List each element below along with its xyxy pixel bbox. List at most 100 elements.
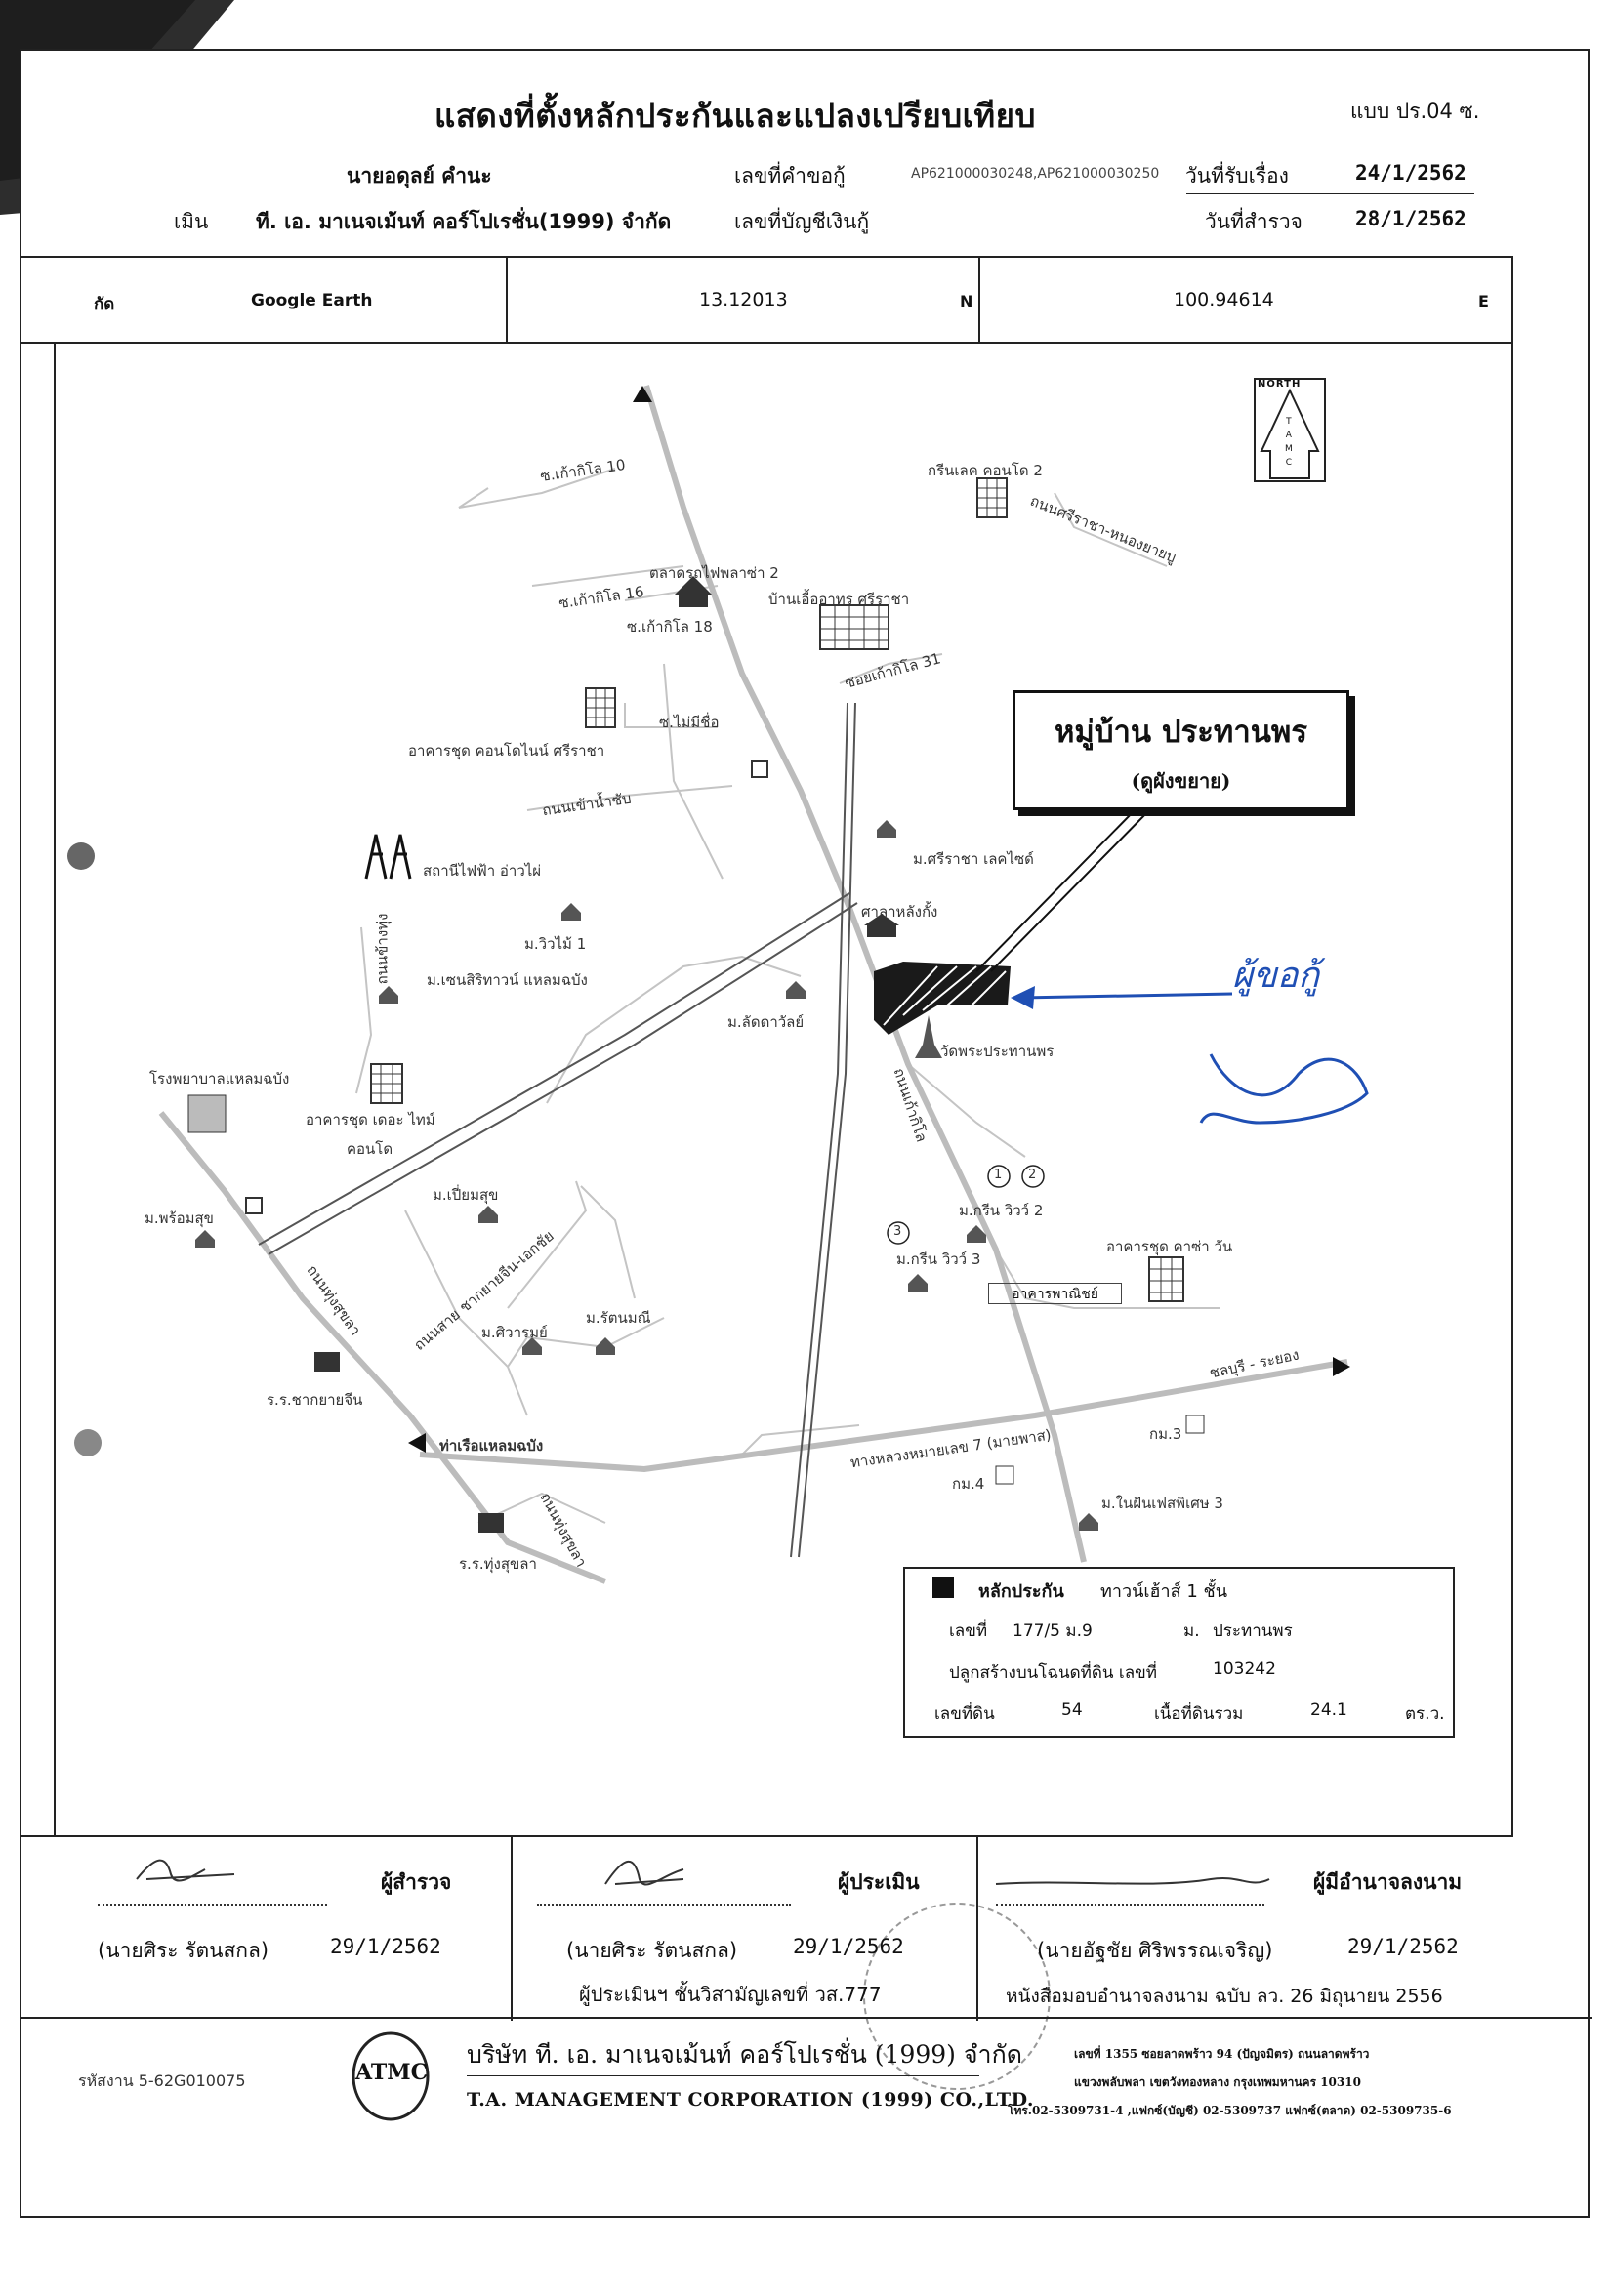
label-wat: วัดพระประทานพร (940, 1043, 1055, 1060)
coords-top-border (20, 256, 1513, 258)
signature-bottom-border (20, 2017, 1592, 2019)
label-market: ตลาดรถไฟพลาซ่า 2 (649, 564, 779, 582)
request-label: เลขที่คำขอกู้ (734, 164, 846, 187)
collateral-area: 24.1 (1310, 1701, 1347, 1720)
surveyor-dotted-line (98, 1904, 327, 1906)
survey-date: 28/1/2562 (1355, 207, 1467, 230)
blue-pointer-line (1019, 992, 1233, 1000)
authority-name: (นายอัฐชัย ศิริพรรณเจริญ) (1037, 1939, 1273, 1962)
atmc-logo: ATMC (355, 2060, 429, 2085)
condo-icons (370, 477, 1184, 1302)
collateral-village-label: ม. (1183, 1621, 1200, 1641)
label-km4: กม.4 (952, 1475, 985, 1493)
longitude-value: 100.94614 (1174, 289, 1274, 310)
received-label: วันที่รับเรื่อง (1185, 164, 1289, 187)
map-bottom-border (20, 1835, 1513, 1837)
coords-source: Google Earth (251, 291, 373, 310)
collateral-no: 177/5 ม.9 (1013, 1621, 1093, 1641)
label-km3: กม.3 (1149, 1425, 1182, 1443)
blue-signature-scribble (1199, 1053, 1369, 1125)
appraiser-signature (604, 1860, 684, 1886)
label-greenlake: กรีนเลค คอนโด 2 (928, 462, 1043, 479)
railway-line-b (798, 702, 856, 1558)
label-hospital: โรงพยาบาลแหลมฉบัง (149, 1070, 290, 1087)
latitude-value: 13.12013 (699, 289, 788, 310)
label-soi18: ซ.เก้ากิโล 18 (627, 618, 713, 636)
surveyor-role: ผู้สำรวจ (381, 1870, 452, 1894)
coords-bottom-border (20, 342, 1513, 344)
road-inner-5 (907, 1063, 1026, 1158)
collateral-land-no-label: เลขที่ดิน (934, 1704, 995, 1724)
north-road-arrow (633, 386, 652, 402)
condo-window-lines (371, 478, 1183, 1301)
collateral-marker-icon (932, 1577, 954, 1598)
collateral-no-label: เลขที่ (949, 1621, 988, 1641)
longitude-direction: E (1478, 292, 1489, 310)
numbered-circles (887, 1165, 1045, 1245)
road-inner-3 (507, 1317, 665, 1368)
substation-icon (364, 834, 412, 880)
north-letter-t: T (1286, 417, 1292, 427)
callout-subtitle: (ดูผังขยาย) (1131, 769, 1231, 793)
temple-hall-icon (864, 914, 899, 937)
label-circle-3: 3 (893, 1224, 902, 1239)
authority-date: 29/1/2562 (1347, 1935, 1459, 1958)
company-name-english: T.A. MANAGEMENT CORPORATION (1999) CO.,L… (467, 2089, 1034, 2111)
request-number: AP621000030248,AP621000030250 (911, 166, 1160, 182)
appraiser-license: ผู้ประเมินฯ ชั้นวิสามัญเลขที่ วส.777 (579, 1983, 882, 2006)
map-right-border (1511, 256, 1513, 1837)
label-circle-2: 2 (1028, 1168, 1037, 1182)
east-highway-arrow (1333, 1357, 1350, 1376)
power-line-a (258, 892, 850, 1246)
road-sriracha (1054, 492, 1168, 567)
official-stamp (863, 1903, 1051, 2090)
document-code: รหัสงาน 5-62G010075 (78, 2071, 246, 2090)
label-condo-trend: อาคารชุด เดอะ ไทม์ (306, 1111, 435, 1128)
signature-divider-1 (511, 1835, 513, 2021)
road-chak-yai (404, 1210, 528, 1416)
page-title: แสดงที่ตั้งหลักประกันและแปลงเปรียบเทียบ (434, 97, 1036, 135)
coords-label: กัด (94, 295, 115, 314)
collateral-deed-label: ปลูกสร้างบนโฉนดที่ดิน เลขที่ (949, 1663, 1157, 1683)
subject-plot (874, 962, 1011, 1035)
appraiser-date: 29/1/2562 (793, 1935, 904, 1958)
road-inner-7 (507, 1180, 588, 1309)
label-latda: ม.ลัดดาวัลย์ (727, 1013, 805, 1031)
label-school1: ร.ร.ชากยายจีน (267, 1391, 363, 1409)
house-icons (195, 820, 1098, 1531)
callout-leader (975, 806, 1153, 972)
north-letter-m: M (1285, 444, 1293, 454)
road-soi10 (458, 468, 616, 509)
received-date: 24/1/2562 (1355, 161, 1467, 184)
label-pleum: ม.เปี่ยมสุข (433, 1186, 499, 1204)
label-lakeside: ม.ศรีราชา เลคไซด์ (913, 850, 1034, 868)
collateral-type: ทาวน์เฮ้าส์ 1 ชั้น (1100, 1581, 1228, 1602)
power-line-b (268, 902, 858, 1255)
hole-punch-top (67, 842, 95, 870)
company-address-2: แขวงพลับพลา เขตวังทองหลาง กรุงเทพมหานคร … (1074, 2075, 1361, 2089)
label-condo-trend-2: คอนโด (347, 1140, 393, 1158)
road-maimi (624, 703, 718, 728)
authority-signature (995, 1877, 1270, 1885)
label-rattanamanee: ม.รัตนมณี (586, 1309, 651, 1327)
market-temple-icon (674, 576, 713, 607)
collateral-village: ประทานพร (1213, 1621, 1293, 1641)
railway-line-a (790, 702, 848, 1558)
map-left-border (54, 342, 56, 1837)
road-inner-1 (663, 663, 724, 880)
company-name-thai: บริษัท ที. เอ. มาเนจเม้นท์ คอร์โปเรชั่น … (467, 2040, 1022, 2069)
road-thung-sukla (158, 1111, 607, 1584)
borrower-handwritten-note: ผู้ขอกู้ (1232, 956, 1320, 996)
school-icons (314, 1352, 504, 1533)
signature-divider-2 (976, 1835, 978, 2021)
label-green-view3: ม.กรีน วิวว์ 3 (896, 1250, 981, 1268)
appraiser-dotted-line (537, 1904, 791, 1906)
label-circle-1: 1 (994, 1168, 1003, 1182)
label-pattaya-road: ถนนข้างทุ่ง (373, 913, 392, 985)
surveyor-signature (136, 1859, 235, 1882)
label-shophouse: อาคารพาณิชย์ (988, 1283, 1122, 1304)
road-soi16 (531, 565, 684, 587)
collateral-area-label: เนื้อที่ดินรวม (1154, 1704, 1244, 1724)
form-code: แบบ ปร.04 ซ. (1350, 100, 1480, 123)
account-label: เลขที่บัญชีเงินกู้ (734, 210, 870, 233)
